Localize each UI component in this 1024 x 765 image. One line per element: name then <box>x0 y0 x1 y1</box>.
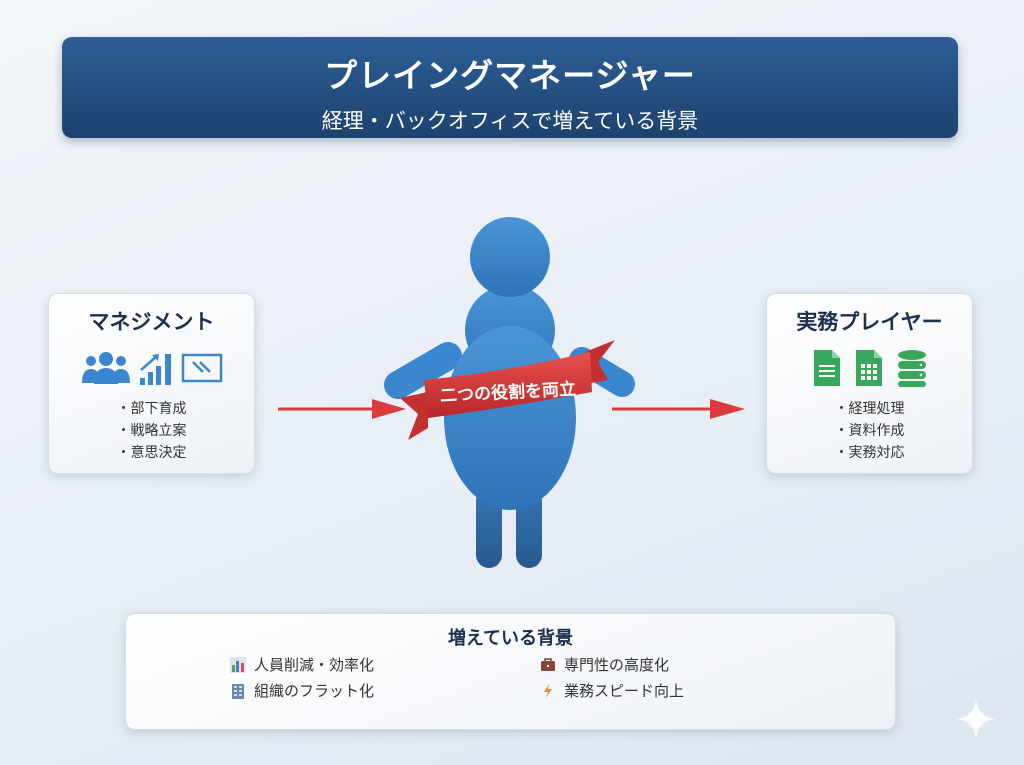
background-card: 増えている背景 人員削減・効率化 専門性の高度化 組織のフラット化 業務スピード… <box>125 613 896 730</box>
person-figure: 二つの役割を両立 <box>384 217 635 568</box>
list-item: 部下育成 <box>49 398 254 420</box>
title-banner: プレイングマネージャー 経理・バックオフィスで増えている背景 <box>62 37 958 138</box>
people-icon <box>81 352 130 384</box>
management-title: マネジメント <box>88 310 215 334</box>
management-list: 部下育成 戦略立案 意思決定 <box>49 398 254 464</box>
torso <box>444 326 576 510</box>
page-title: プレイングマネージャー <box>324 56 696 95</box>
left-arrow <box>278 399 406 419</box>
player-title: 実務プレイヤー <box>796 310 943 334</box>
list-item: 意思決定 <box>49 442 254 464</box>
background-item: 専門性の高度化 <box>540 654 669 675</box>
lightning-icon <box>544 683 552 698</box>
left-leg <box>476 488 502 568</box>
list-item: 経理処理 <box>767 398 972 420</box>
ribbon: 二つの役割を両立 <box>400 340 615 440</box>
player-list: 経理処理 資料作成 実務対応 <box>767 398 972 464</box>
briefcase-icon <box>541 657 555 671</box>
growth-chart-icon <box>139 354 171 385</box>
database-icon <box>897 350 926 387</box>
head <box>470 217 550 297</box>
bar-chart-icon <box>230 656 246 673</box>
sparkle-icon <box>956 699 996 739</box>
management-card: マネジメント 部下育成 戦略立案 意思決定 <box>48 293 255 474</box>
background-item: 組織のフラット化 <box>230 680 374 701</box>
page-subtitle: 経理・バックオフィスで増えている背景 <box>321 109 699 133</box>
list-item: 実務対応 <box>767 442 972 464</box>
whiteboard-icon <box>181 353 222 383</box>
building-icon <box>232 683 244 699</box>
list-item: 戦略立案 <box>49 420 254 442</box>
right-arrow <box>612 399 745 419</box>
background-title: 増えている背景 <box>447 628 574 649</box>
spreadsheet-icon <box>855 350 882 386</box>
background-item: 人員削減・効率化 <box>230 654 374 675</box>
document-icon <box>813 350 840 386</box>
list-item: 資料作成 <box>767 420 972 442</box>
background-item: 業務スピード向上 <box>540 680 684 701</box>
player-card: 実務プレイヤー 経理処理 資料作成 実務対応 <box>766 293 973 474</box>
